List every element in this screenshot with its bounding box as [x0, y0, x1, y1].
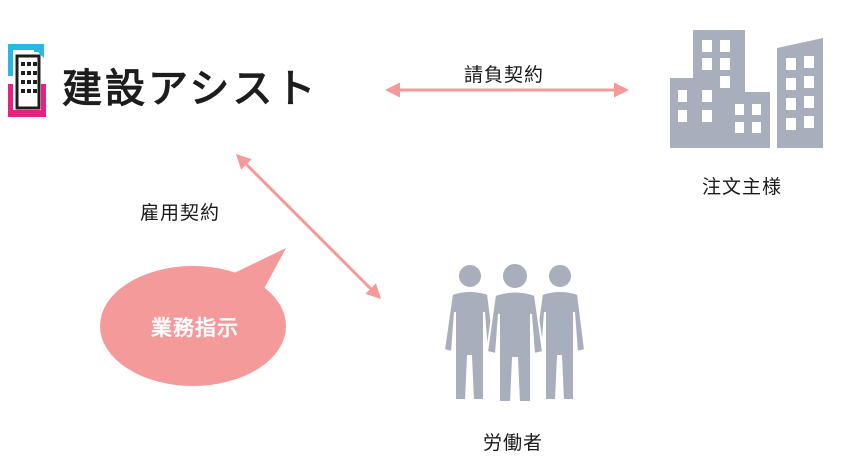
logo-text: 建設アシスト — [62, 66, 319, 112]
instruction-label: 業務指示 — [151, 316, 239, 340]
contract-label: 請負契約 — [464, 64, 545, 86]
workers-group-icon — [442, 262, 587, 403]
building-logo-icon — [8, 44, 46, 117]
worker-left-icon — [442, 263, 497, 401]
employment-arrow — [235, 153, 382, 300]
employment-label: 雇用契約 — [140, 202, 221, 224]
client-label: 注文主様 — [702, 176, 783, 198]
worker-right-icon — [532, 263, 587, 401]
instruction-bubble — [100, 248, 286, 386]
workers-label: 労働者 — [483, 432, 544, 454]
buildings-icon — [670, 30, 823, 148]
worker-center-icon — [485, 262, 545, 403]
